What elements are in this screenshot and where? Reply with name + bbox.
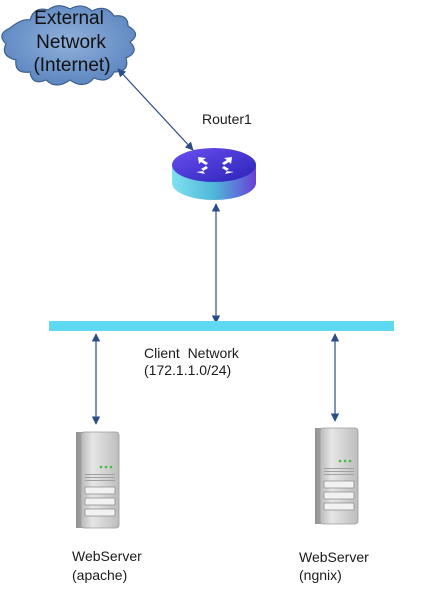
router-icon xyxy=(172,148,256,200)
server-apache-label: WebServer xyxy=(72,548,142,564)
client-network-subnet: (172.1.1.0/24) xyxy=(144,362,231,378)
cloud-icon xyxy=(1,5,137,86)
server-apache-sublabel: (apache) xyxy=(72,567,127,583)
network-bus xyxy=(49,321,394,331)
link-internet-router xyxy=(117,68,194,151)
external-network-label-line1: External xyxy=(34,8,104,29)
external-network-label-line2: Network xyxy=(36,32,106,53)
router-label: Router1 xyxy=(202,111,252,127)
server-nginx-label: WebServer xyxy=(299,549,369,565)
client-network-label: Client Network xyxy=(144,345,240,361)
server-icon xyxy=(76,431,120,529)
server-nginx-sublabel: (ngnix) xyxy=(299,567,342,583)
external-network-label-line3: (Internet) xyxy=(33,55,110,76)
server-icon xyxy=(315,427,359,525)
